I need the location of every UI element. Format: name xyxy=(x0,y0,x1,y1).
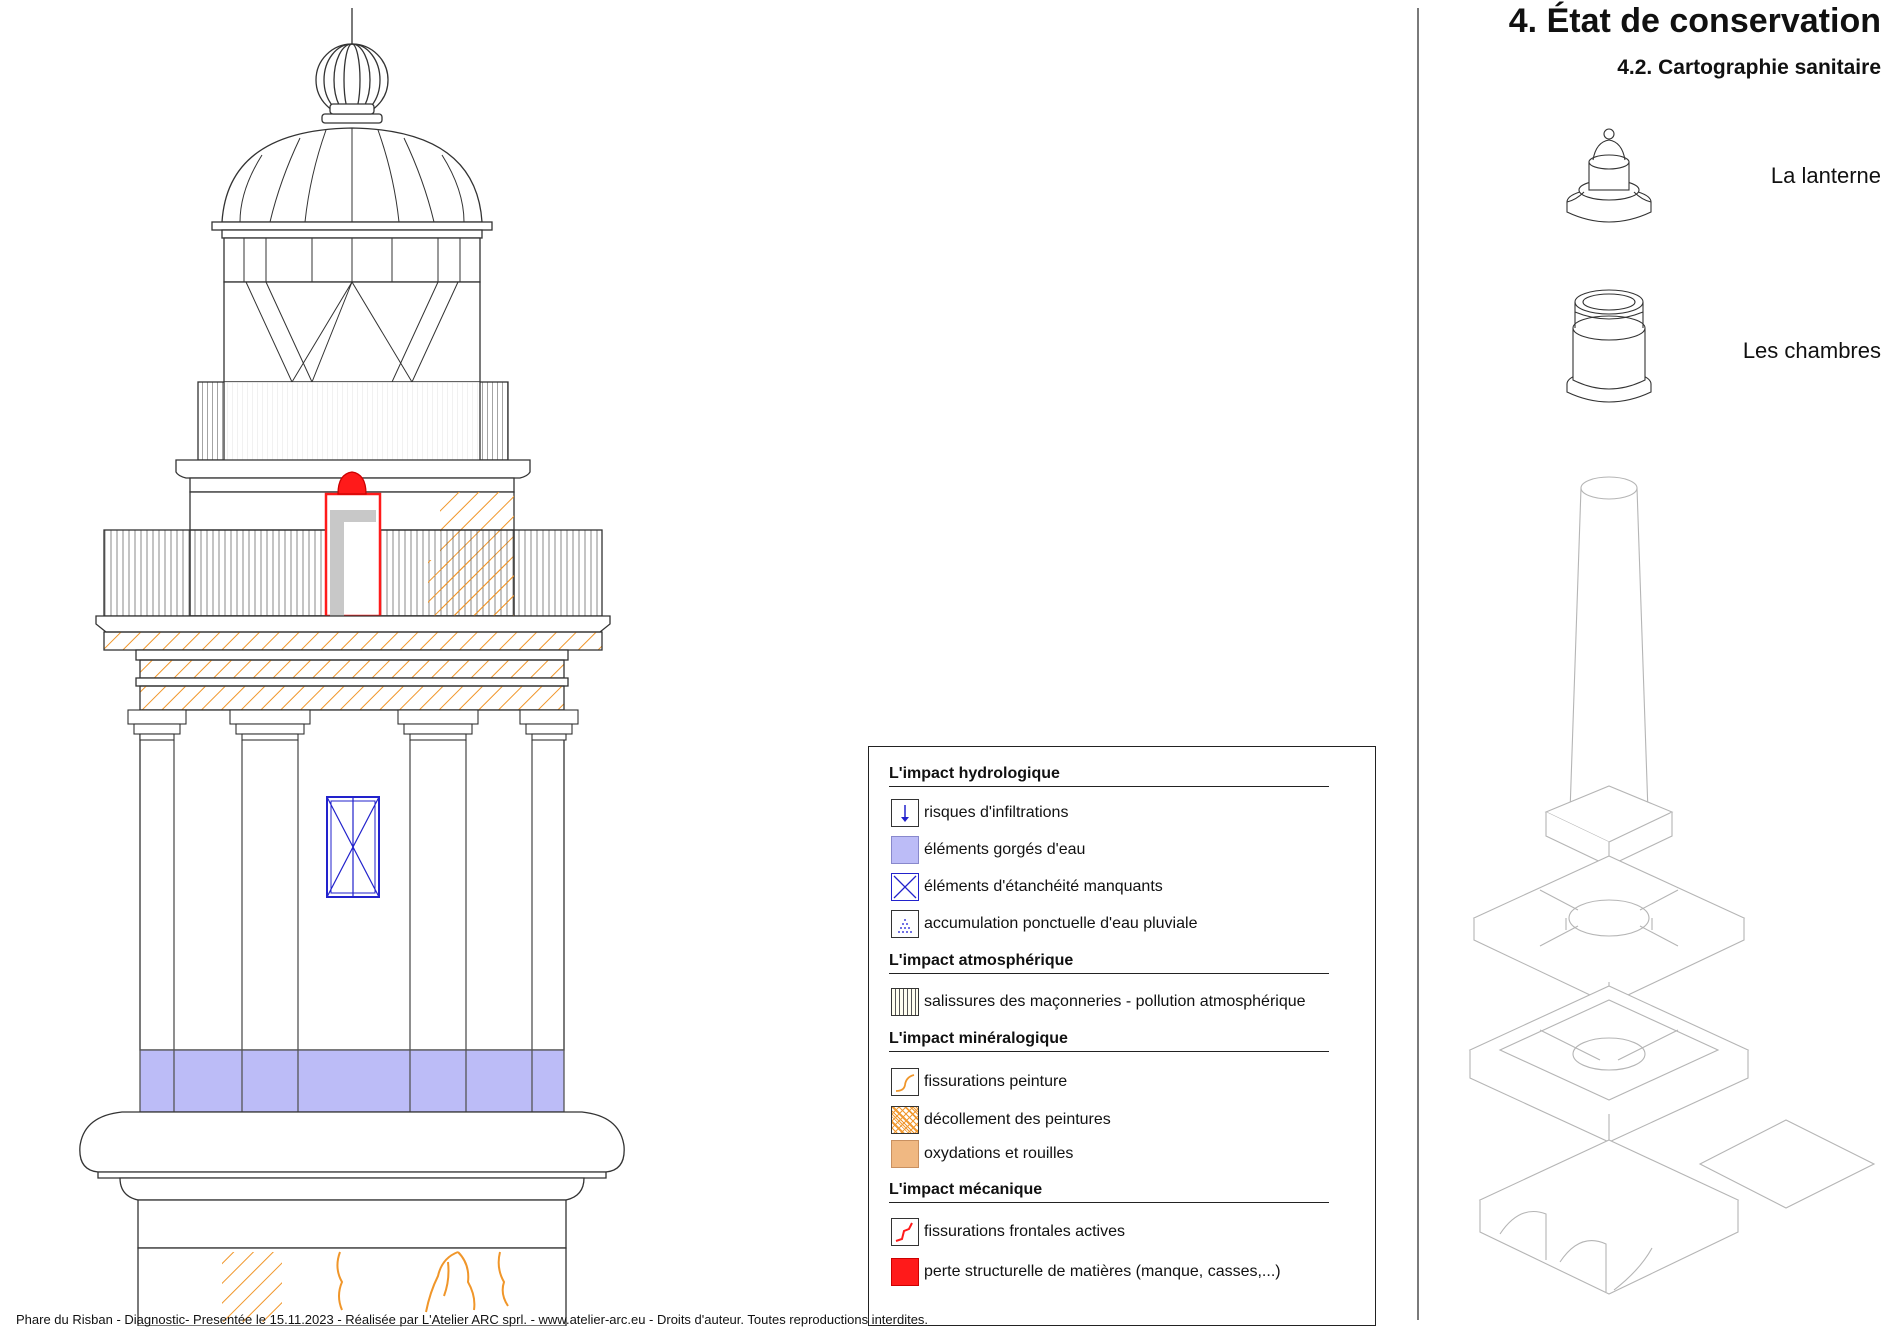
legend-item: salissures des maçonneries - pollution a… xyxy=(891,987,1306,1017)
legend-item: décollement des peintures xyxy=(891,1105,1111,1135)
chambres-label: Les chambres xyxy=(1742,338,1881,363)
ball-finial xyxy=(315,43,389,124)
legend-heading-mineral: L'impact minéralogique xyxy=(889,1030,1329,1052)
lantern-glazing xyxy=(223,237,481,384)
page-title: 4. État de conservation xyxy=(1508,2,1881,40)
axo-lanterne xyxy=(1566,128,1652,223)
lighthouse-elevation xyxy=(79,8,625,1326)
window-missing-seals xyxy=(326,796,380,898)
orange-crosshatch-swatch xyxy=(891,1106,919,1134)
water-fill-swatch xyxy=(891,836,919,864)
legend-item: éléments gorgés d'eau xyxy=(891,835,1085,865)
legend-heading-hydro: L'impact hydrologique xyxy=(889,765,1329,787)
legend-item-label: fissurations peinture xyxy=(924,1073,1068,1090)
orange-crack-icon xyxy=(891,1068,919,1096)
legend-item-label: accumulation ponctuelle d'eau pluviale xyxy=(924,915,1198,932)
footer-credits: Phare du Risban - Diagnostic- Presentée … xyxy=(16,1312,929,1327)
legend-item: oxydations et rouilles xyxy=(891,1139,1073,1169)
lantern-dome xyxy=(211,127,493,239)
door-structural-loss xyxy=(324,471,382,618)
legend-item: éléments d'étanchéité manquants xyxy=(891,872,1163,902)
legend-heading-atmo: L'impact atmosphérique xyxy=(889,952,1329,974)
legend-item: fissurations frontales actives xyxy=(891,1217,1125,1247)
vertical-hatch-swatch xyxy=(891,988,919,1016)
water-soaked-band xyxy=(139,1049,565,1113)
axo-chambres xyxy=(1566,289,1652,403)
legend-item: perte structurelle de matières (manque, … xyxy=(891,1257,1281,1287)
pilasters xyxy=(127,709,579,1050)
base-paint-cracks xyxy=(336,1251,509,1313)
legend-heading-meca: L'impact mécanique xyxy=(889,1181,1329,1203)
legend-item: fissurations peinture xyxy=(891,1067,1067,1097)
base-molding xyxy=(79,1111,625,1326)
base-paint-peeling xyxy=(222,1252,282,1322)
page-subtitle: 4.2. Cartographie sanitaire xyxy=(1617,56,1881,79)
lanterne-label: La lanterne xyxy=(1770,163,1881,188)
legend-item-label: perte structurelle de matières (manque, … xyxy=(924,1263,1281,1280)
legend-item-label: risques d'infiltrations xyxy=(924,804,1069,821)
legend-item: accumulation ponctuelle d'eau pluviale xyxy=(891,909,1197,939)
gallery-cornice xyxy=(95,615,611,711)
legend-item-label: décollement des peintures xyxy=(924,1111,1111,1128)
axo-tower xyxy=(1468,476,1876,1295)
legend-panel: L'impact hydrologique risques d'infiltra… xyxy=(868,746,1376,1326)
legend-item-label: fissurations frontales actives xyxy=(924,1223,1125,1240)
rust-fill-swatch xyxy=(891,1140,919,1168)
cross-box-icon xyxy=(891,873,919,901)
legend-item: risques d'infiltrations xyxy=(891,798,1068,828)
red-crack-icon xyxy=(891,1218,919,1246)
legend-item-label: éléments d'étanchéité manquants xyxy=(924,878,1163,895)
dot-triangle-icon xyxy=(891,910,919,938)
arrow-down-icon xyxy=(891,799,919,827)
legend-item-label: salissures des maçonneries - pollution a… xyxy=(924,993,1306,1010)
loss-fill-swatch xyxy=(891,1258,919,1286)
upper-cornice xyxy=(175,459,531,479)
legend-item-label: oxydations et rouilles xyxy=(924,1145,1074,1162)
legend-item-label: éléments gorgés d'eau xyxy=(924,841,1086,858)
